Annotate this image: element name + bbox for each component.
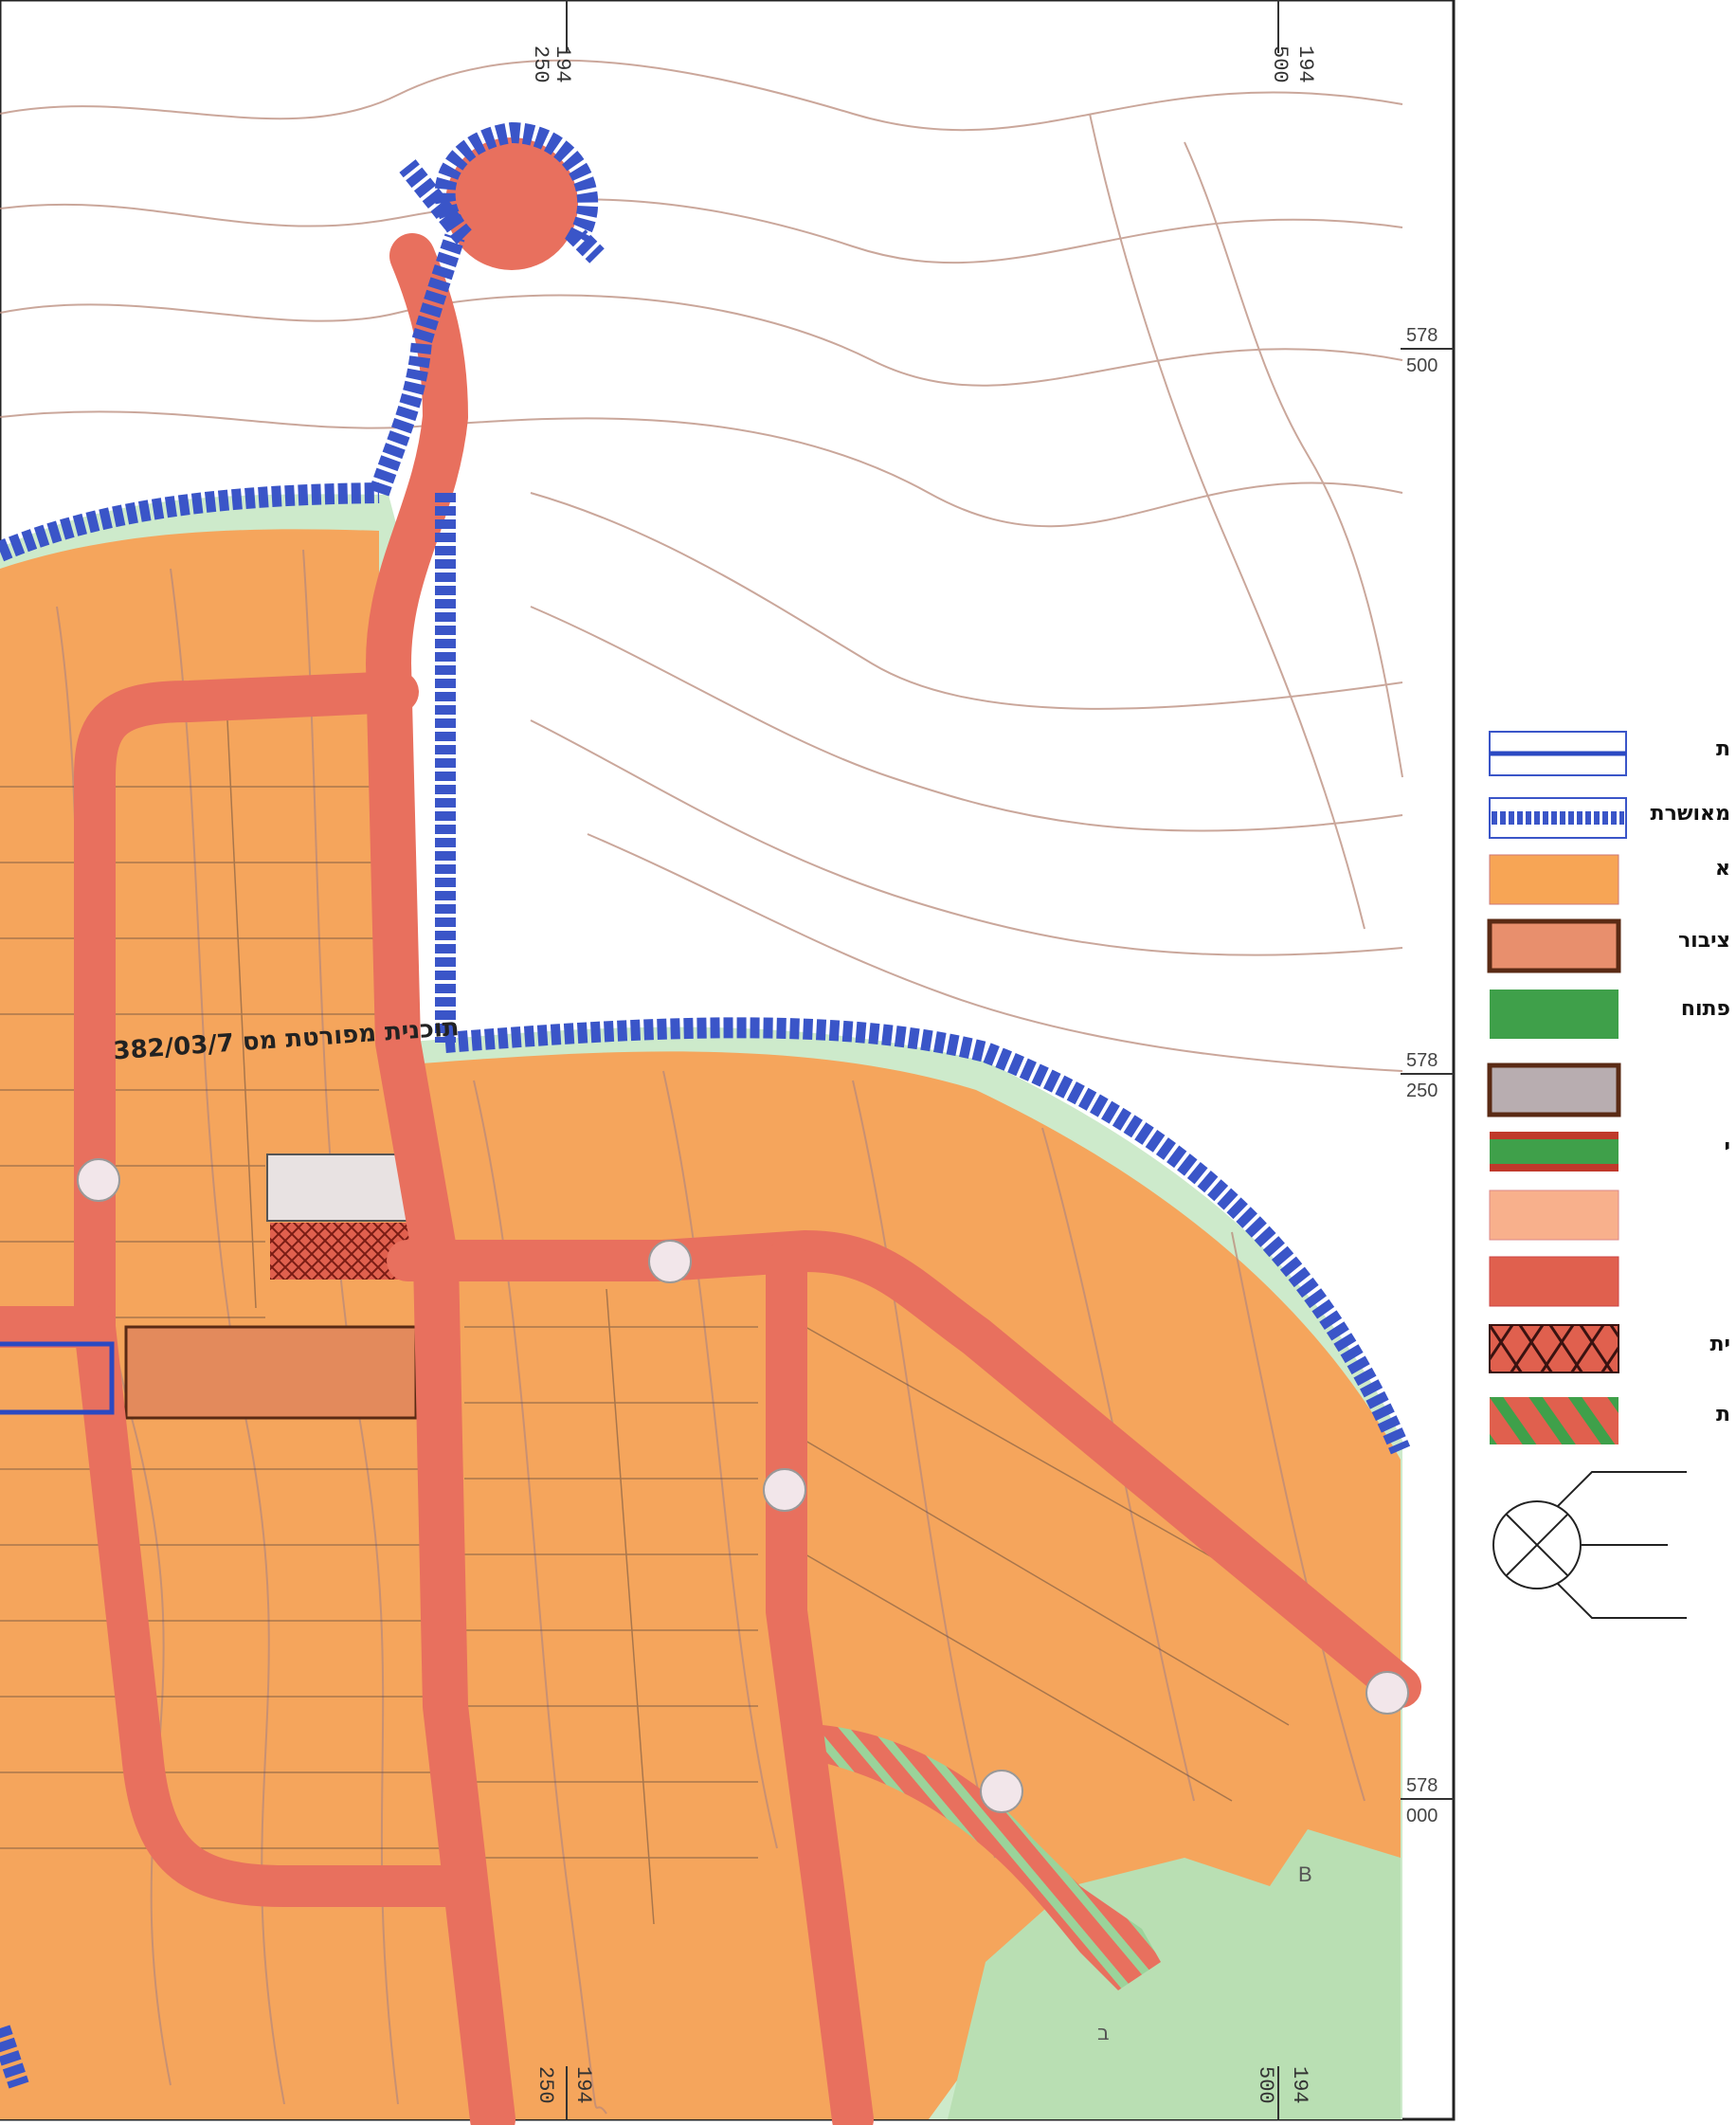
legend-swatch-plan-boundary bbox=[1489, 731, 1627, 776]
svg-text:250: 250 bbox=[533, 2066, 557, 2104]
legend-swatch-green-red bbox=[1490, 1132, 1618, 1171]
legend-swatch-junction bbox=[1492, 1471, 1687, 1619]
svg-text:250: 250 bbox=[1406, 1081, 1438, 1101]
striped-path bbox=[823, 1725, 1161, 1990]
zone-mark-bet: ב bbox=[1097, 2022, 1110, 2045]
legend-label-open-space: פתוח bbox=[1680, 997, 1730, 1021]
svg-text:500: 500 bbox=[1268, 45, 1292, 83]
svg-text:194: 194 bbox=[551, 45, 574, 83]
legend-swatch-approved-boundary bbox=[1489, 797, 1627, 839]
svg-text:578: 578 bbox=[1406, 1050, 1438, 1071]
legend-swatch-open-space bbox=[1490, 990, 1618, 1039]
svg-text:578: 578 bbox=[1406, 1775, 1438, 1796]
legend-swatch-stripes bbox=[1490, 1397, 1618, 1444]
legend bbox=[1487, 731, 1687, 1619]
legend-label-crosshatch: ית bbox=[1709, 1333, 1730, 1356]
legend-label-residential: א bbox=[1714, 857, 1730, 881]
legend-swatch-road bbox=[1489, 1256, 1619, 1307]
legend-label-green-red: י bbox=[1724, 1135, 1730, 1159]
legend-label-public: ציבור bbox=[1677, 929, 1730, 953]
legend-swatch-residential bbox=[1489, 854, 1619, 905]
svg-text:194: 194 bbox=[571, 2066, 595, 2104]
parcel-lines bbox=[0, 719, 1309, 1925]
legend-label-stripes: ת bbox=[1715, 1403, 1730, 1426]
coord-right-2: 578 250 bbox=[1401, 1050, 1454, 1101]
legend-swatch-light-salmon bbox=[1489, 1190, 1619, 1241]
coord-bottom-2: 194 500 bbox=[1254, 2066, 1311, 2119]
coord-right-3: 578 000 bbox=[1401, 1775, 1454, 1826]
svg-text:578: 578 bbox=[1406, 325, 1438, 346]
svg-text:000: 000 bbox=[1406, 1806, 1438, 1826]
svg-text:500: 500 bbox=[1406, 355, 1438, 376]
legend-swatch-gray bbox=[1487, 1062, 1621, 1117]
svg-text:500: 500 bbox=[1254, 2066, 1277, 2104]
gray-block bbox=[266, 1153, 408, 1222]
legend-swatch-public bbox=[1487, 918, 1621, 973]
coord-top-2: 194 500 bbox=[1268, 0, 1317, 83]
turnaround-circle bbox=[445, 137, 578, 270]
roads bbox=[0, 233, 1421, 2125]
coord-right-1: 578 500 bbox=[1401, 325, 1454, 376]
legend-label-plan-boundary: ת bbox=[1715, 737, 1730, 761]
legend-label-approved: מאושרת bbox=[1650, 802, 1730, 826]
svg-text:194: 194 bbox=[1288, 2066, 1311, 2104]
svg-text:250: 250 bbox=[529, 45, 552, 83]
coord-top-1: 194 250 bbox=[529, 0, 574, 83]
residential-zone bbox=[0, 529, 1401, 2119]
legend-swatch-crosshatch bbox=[1489, 1324, 1619, 1373]
junction-symbols bbox=[77, 1158, 1409, 1813]
zone-mark-b: B bbox=[1298, 1862, 1312, 1886]
plan-boundary bbox=[0, 1341, 115, 1415]
coord-bottom-1: 194 250 bbox=[533, 2066, 595, 2119]
public-building-block bbox=[124, 1325, 418, 1420]
svg-text:194: 194 bbox=[1293, 45, 1317, 83]
approved-plan-boundary bbox=[0, 121, 1411, 2089]
